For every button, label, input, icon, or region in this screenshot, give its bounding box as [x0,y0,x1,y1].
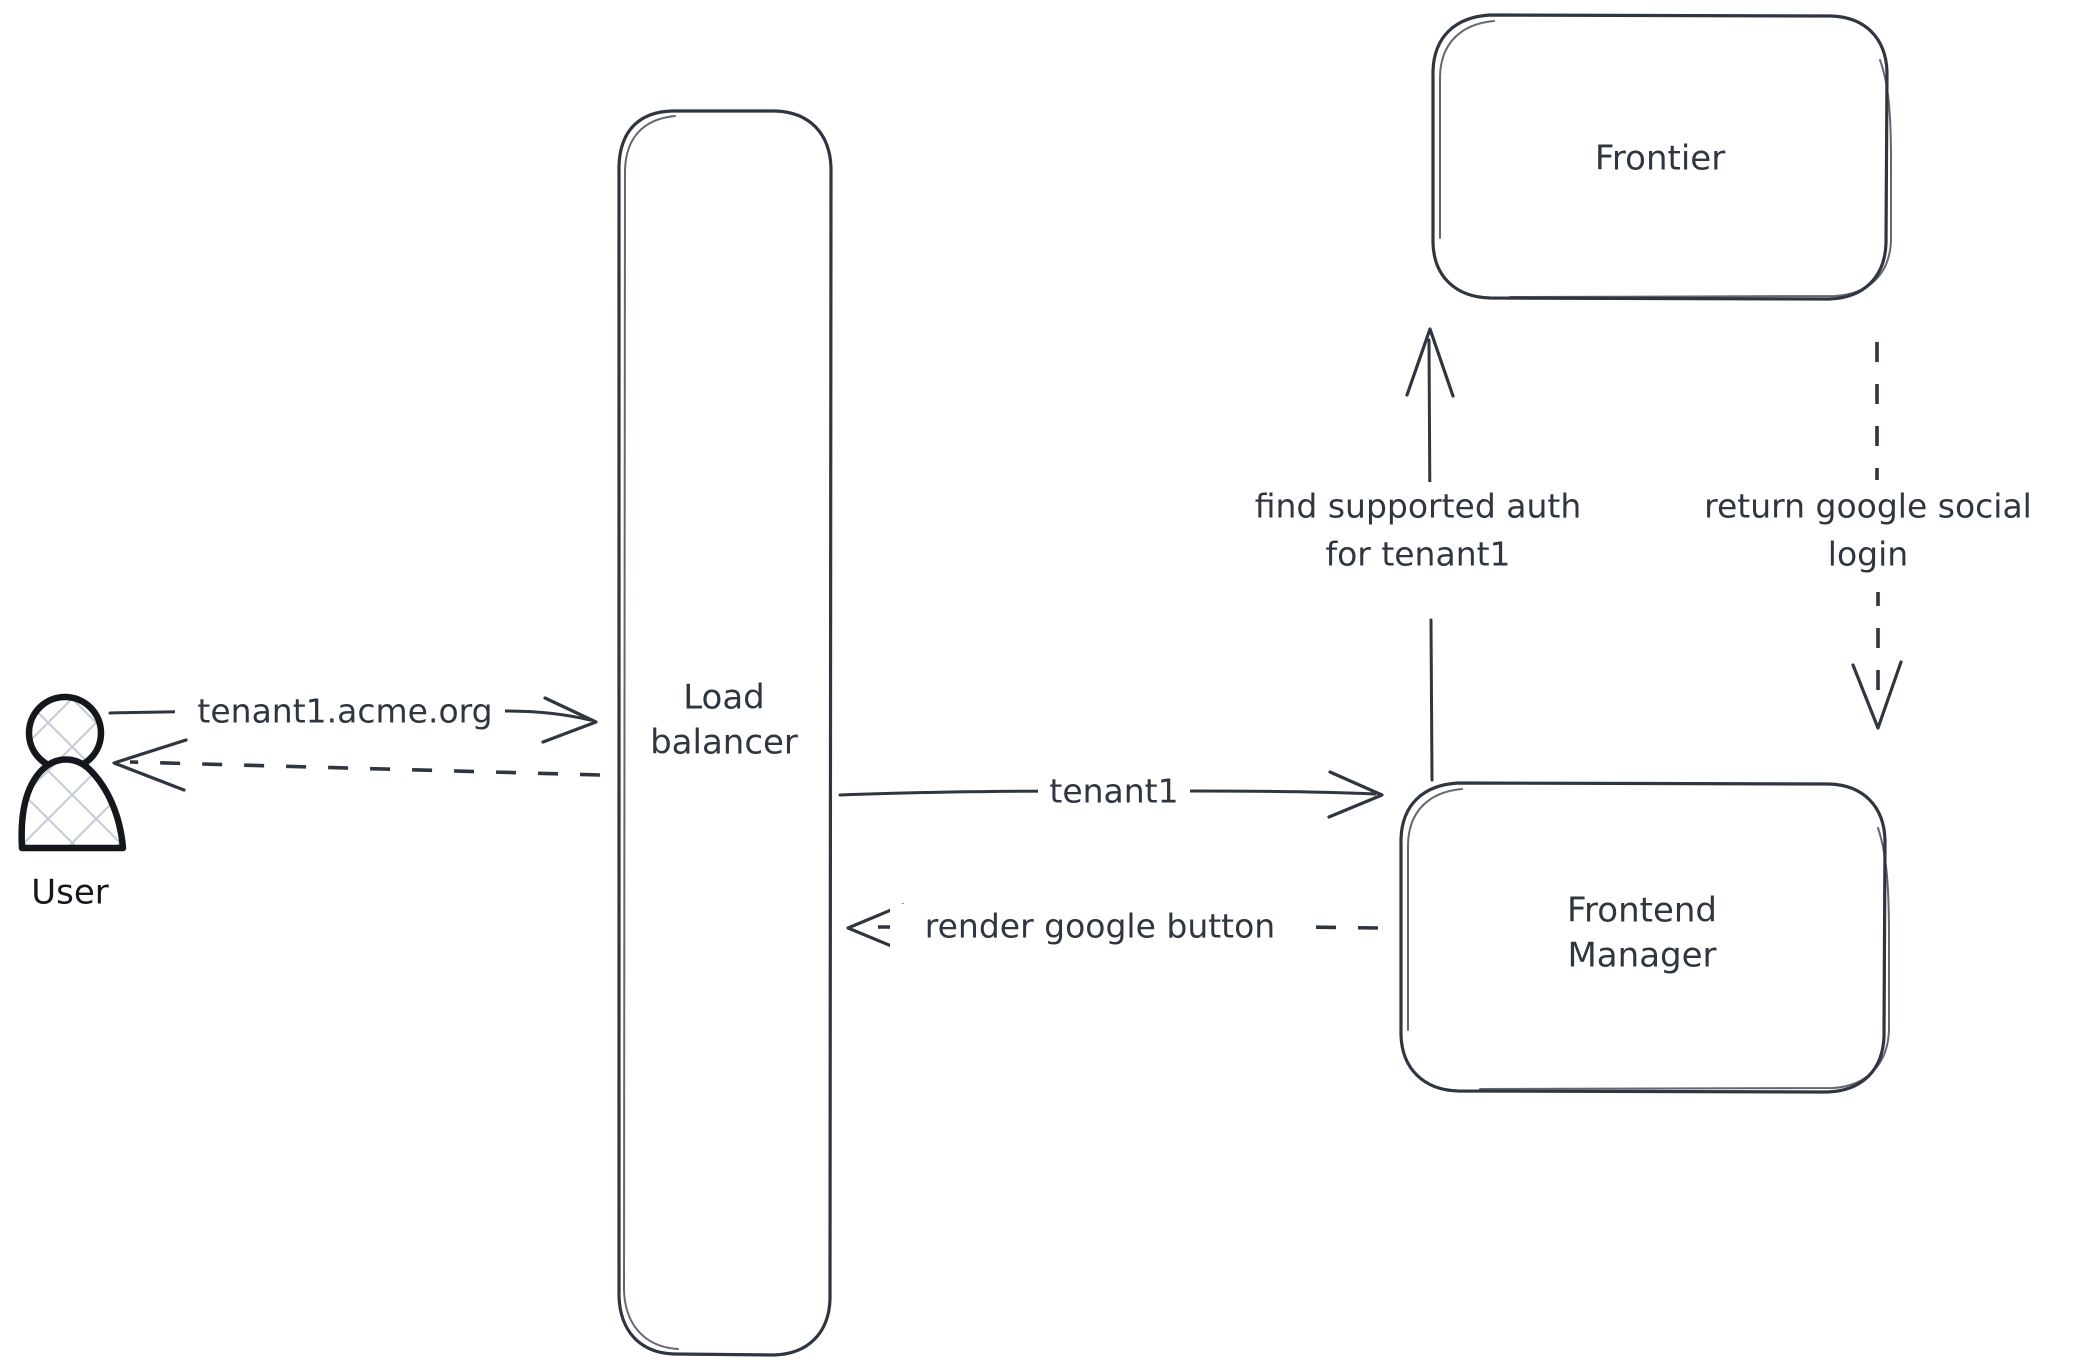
edge-frontier-to-frontend-manager[interactable]: return google social login [1660,342,2080,730]
edge-label-bg [1200,482,1630,592]
node-frontend-manager-label-line2: Manager [1567,936,1716,976]
node-frontier[interactable]: Frontier [1431,13,1892,301]
node-load-balancer-label-line2: balancer [650,723,798,763]
edge-label-bg [1038,770,1190,814]
node-frontend-manager[interactable]: Frontend Manager [1399,781,1890,1094]
edge-lb-to-fm-label: tenant1 [1049,772,1178,811]
edge-fm-to-frontier-label-line1: find supported auth [1255,487,1582,526]
edge-load-balancer-to-frontend-manager[interactable]: tenant1 [838,770,1384,819]
edge-label-bg [890,904,1310,952]
node-user[interactable]: User [18,693,127,913]
node-frontend-manager-label-line1: Frontend [1567,891,1717,931]
node-user-label: User [31,873,109,913]
node-load-balancer-label-line1: Load [683,678,765,718]
user-body-icon [18,756,127,852]
edge-frontend-manager-to-frontier[interactable]: find supported auth for tenant1 [1200,327,1630,782]
edge-fm-to-lb-label: render google button [925,907,1275,946]
node-frontier-label: Frontier [1595,139,1725,179]
edge-frontier-to-fm-label-line1: return google social [1704,487,2032,526]
edge-label-bg [1660,482,2080,592]
edge-load-balancer-to-user[interactable] [112,738,601,792]
edge-fm-to-frontier-label-line2: for tenant1 [1325,535,1510,574]
edge-frontend-manager-to-load-balancer[interactable]: render google button [846,903,1379,952]
edge-user-to-lb-label: tenant1.acme.org [197,692,492,731]
edge-frontier-to-fm-label-line2: login [1828,535,1908,574]
node-load-balancer[interactable]: Load balancer [617,109,833,1357]
edge-label-bg [175,686,505,734]
edge-user-to-load-balancer[interactable]: tenant1.acme.org [108,686,598,744]
